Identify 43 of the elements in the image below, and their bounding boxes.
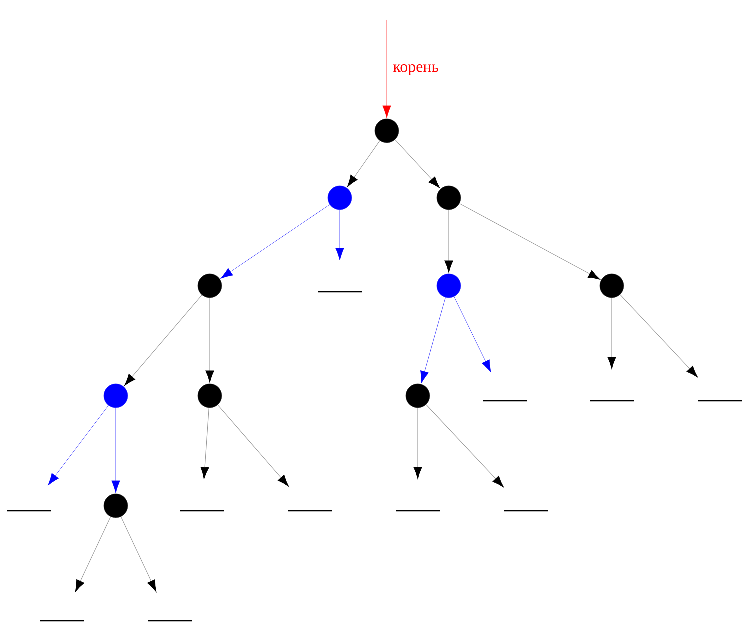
null-leaf-line [180,510,224,512]
arrow [220,204,330,279]
arrow [426,404,504,488]
null-leaf-line [590,400,634,402]
null-leaf-line [40,620,84,622]
arrow [75,516,112,592]
edge-label: корень [393,64,438,76]
null-leaf-line [288,510,332,512]
arrow [347,140,380,188]
arrow [336,210,344,261]
arrow [454,296,492,373]
arrow [218,404,290,487]
arrow [459,203,600,280]
null-leaf-line [698,400,742,402]
tree-node-circle [436,186,462,210]
null-leaf-line [504,510,548,512]
arrow [382,20,392,118]
null-leaf-line [7,510,51,512]
null-leaf-line [483,400,527,402]
arrow [395,140,440,188]
arrow [420,298,446,384]
tree-node-circle [328,186,352,210]
tree-node-circle [600,274,624,298]
tree-node-circle [436,274,462,298]
tree-node-circle [104,494,128,518]
tree-node-circle [104,384,128,408]
tree-node-circle [406,384,430,408]
null-leaf-line [396,510,440,512]
arrow [120,516,157,592]
null-leaf-line [318,291,362,293]
arrow [124,294,202,386]
arrow [620,294,698,378]
arrow [444,210,454,273]
arrow [200,408,210,480]
tree-node-circle [198,384,222,408]
null-leaf-line [148,620,192,622]
arrow [414,408,422,480]
tree-node-circle [374,118,400,144]
tree-node-circle [198,274,222,298]
arrow [112,408,120,494]
arrow [206,298,214,383]
arrow [48,406,109,486]
arrow [608,298,616,370]
